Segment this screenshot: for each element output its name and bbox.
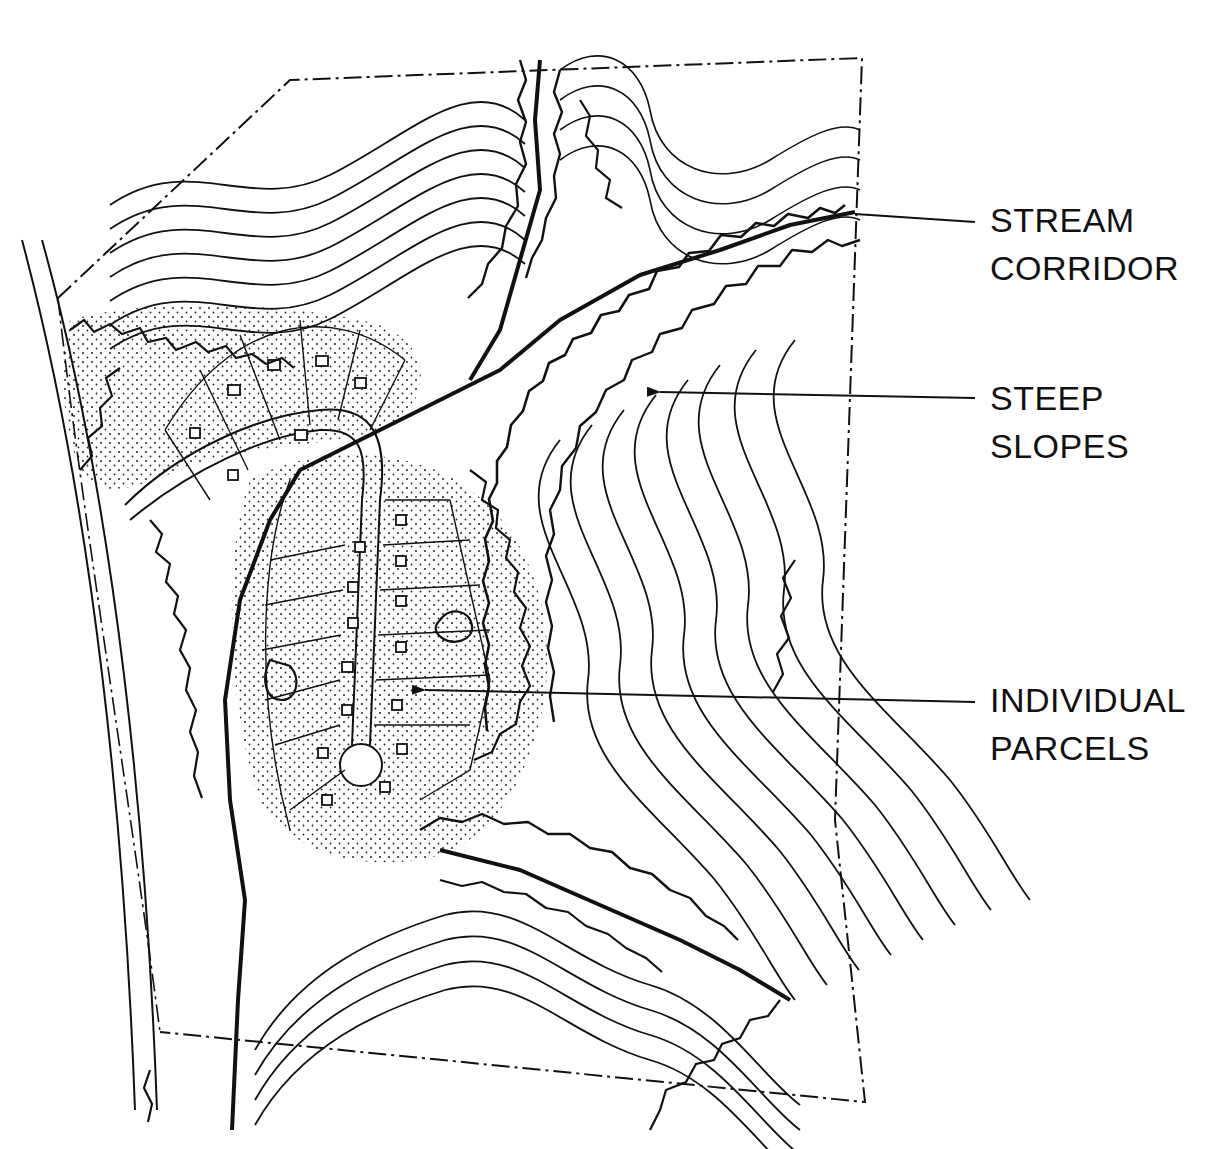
callout-label: STREAM CORRIDOR: [990, 196, 1204, 292]
property-boundary: [58, 58, 865, 1102]
property-boundary: [58, 298, 160, 1032]
leader-line: [660, 392, 975, 398]
street: [130, 430, 364, 745]
road: [42, 240, 157, 1110]
tree-line: [70, 100, 795, 1130]
callout-label: INDIVIDUAL PARCELS: [990, 676, 1204, 772]
road: [22, 240, 135, 1110]
contour-lines: [110, 56, 1030, 1149]
callout-label: STEEP SLOPES: [990, 374, 1204, 470]
parcel-lines: [165, 320, 490, 830]
house: [190, 356, 407, 805]
stipple-area: [232, 455, 547, 863]
stream-corridor: [225, 60, 860, 1130]
street: [125, 410, 382, 745]
cul-de-sac: [340, 744, 382, 786]
leader-line: [855, 214, 975, 222]
leader-line: [425, 690, 975, 702]
